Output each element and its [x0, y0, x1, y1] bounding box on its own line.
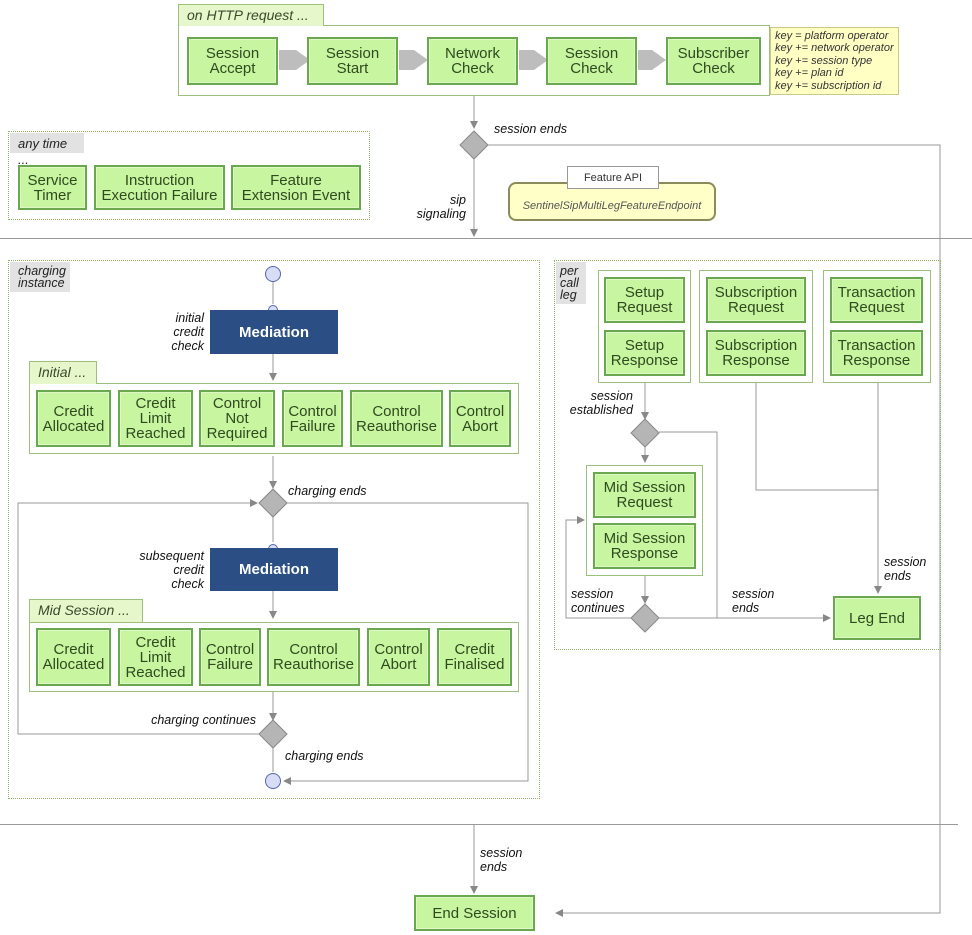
separator-top — [0, 238, 972, 239]
per-call-leg-frame — [554, 260, 941, 650]
subscription-response-state[interactable]: Subscription Response — [706, 330, 806, 376]
charging-ends-label-1: charging ends — [288, 484, 367, 498]
key-line: key = platform operator — [775, 30, 889, 42]
key-line: key += subscription id — [775, 79, 882, 92]
subscription-frame — [699, 270, 813, 383]
initial-credit-allocated-state[interactable]: Credit Allocated — [36, 390, 111, 447]
session-check-state[interactable]: Session Check — [546, 37, 637, 85]
session-accept-state[interactable]: Session Accept — [187, 37, 278, 85]
charging-ends-label-2: charging ends — [285, 749, 364, 763]
session-key-note: key = platform operator key += network o… — [770, 27, 899, 95]
setup-request-state[interactable]: Setup Request — [604, 277, 685, 323]
transaction-frame — [823, 270, 931, 383]
charging-instance-tab: charging instance — [10, 262, 70, 292]
setup-response-state[interactable]: Setup Response — [604, 330, 685, 376]
charging-instance-frame — [8, 260, 540, 799]
any-time-tab: any time ... — [10, 133, 84, 167]
session-continues-label: session continues — [571, 587, 625, 615]
sip-signaling-label: sip signaling — [416, 193, 466, 221]
session-ends-bottom-label: session ends — [480, 846, 523, 874]
key-line: key += plan id — [775, 67, 844, 80]
initial-credit-limit-reached-state[interactable]: Credit Limit Reached — [118, 390, 193, 447]
any-time-frame — [8, 131, 370, 220]
mediation-initial[interactable]: Mediation — [210, 310, 338, 354]
initial-tab: Initial ... — [29, 361, 97, 384]
mid-session-frame — [29, 622, 519, 692]
http-request-frame — [178, 25, 770, 96]
feature-extension-event-state[interactable]: Feature Extension Event — [231, 165, 361, 210]
mid-control-failure-state[interactable]: Control Failure — [199, 628, 261, 686]
mid-credit-allocated-state[interactable]: Credit Allocated — [36, 628, 111, 686]
transaction-response-state[interactable]: Transaction Response — [830, 330, 923, 376]
transaction-request-state[interactable]: Transaction Request — [830, 277, 923, 323]
mid-session-leg-frame — [586, 465, 703, 576]
leg-end-state[interactable]: Leg End — [833, 596, 921, 640]
session-start-state[interactable]: Session Start — [307, 37, 398, 85]
mid-session-request-state[interactable]: Mid Session Request — [593, 472, 696, 518]
mid-credit-limit-reached-state[interactable]: Credit Limit Reached — [118, 628, 193, 686]
mid-session-response-state[interactable]: Mid Session Response — [593, 523, 696, 569]
session-ends-right-label: session ends — [884, 555, 927, 583]
session-ends-label: session ends — [494, 122, 567, 136]
mid-control-reauthorise-state[interactable]: Control Reauthorise — [267, 628, 360, 686]
initial-frame — [29, 383, 519, 454]
initial-control-not-required-state[interactable]: Control Not Required — [199, 390, 275, 447]
initial-control-abort-state[interactable]: Control Abort — [449, 390, 511, 447]
http-request-tab: on HTTP request ... — [178, 4, 324, 26]
service-timer-state[interactable]: Service Timer — [18, 165, 87, 210]
session-ends-mid-label: session ends — [732, 587, 775, 615]
initial-control-failure-state[interactable]: Control Failure — [282, 390, 343, 447]
subscriber-check-state[interactable]: Subscriber Check — [666, 37, 761, 85]
subscription-request-state[interactable]: Subscription Request — [706, 277, 806, 323]
subsequent-credit-check-label: subsequent credit check — [139, 549, 204, 591]
mediation-subsequent[interactable]: Mediation — [210, 548, 338, 591]
initial-credit-check-label: initial credit check — [171, 311, 204, 353]
network-check-state[interactable]: Network Check — [427, 37, 518, 85]
mid-session-tab: Mid Session ... — [29, 599, 143, 622]
separator-bottom — [0, 824, 958, 825]
per-call-leg-tab: per call leg — [556, 262, 586, 304]
mid-control-abort-state[interactable]: Control Abort — [367, 628, 430, 686]
mid-credit-finalised-state[interactable]: Credit Finalised — [437, 628, 512, 686]
session-established-label: session established — [569, 389, 633, 417]
instruction-execution-failure-state[interactable]: Instruction Execution Failure — [94, 165, 225, 210]
key-line: key += network operator — [775, 42, 894, 55]
charging-continues-label: charging continues — [151, 713, 256, 727]
setup-frame — [598, 270, 691, 383]
end-session-state[interactable]: End Session — [414, 895, 535, 931]
key-line: key += session type — [775, 54, 873, 67]
feature-api-tab: Feature API — [567, 166, 659, 189]
initial-control-reauthorise-state[interactable]: Control Reauthorise — [350, 390, 443, 447]
